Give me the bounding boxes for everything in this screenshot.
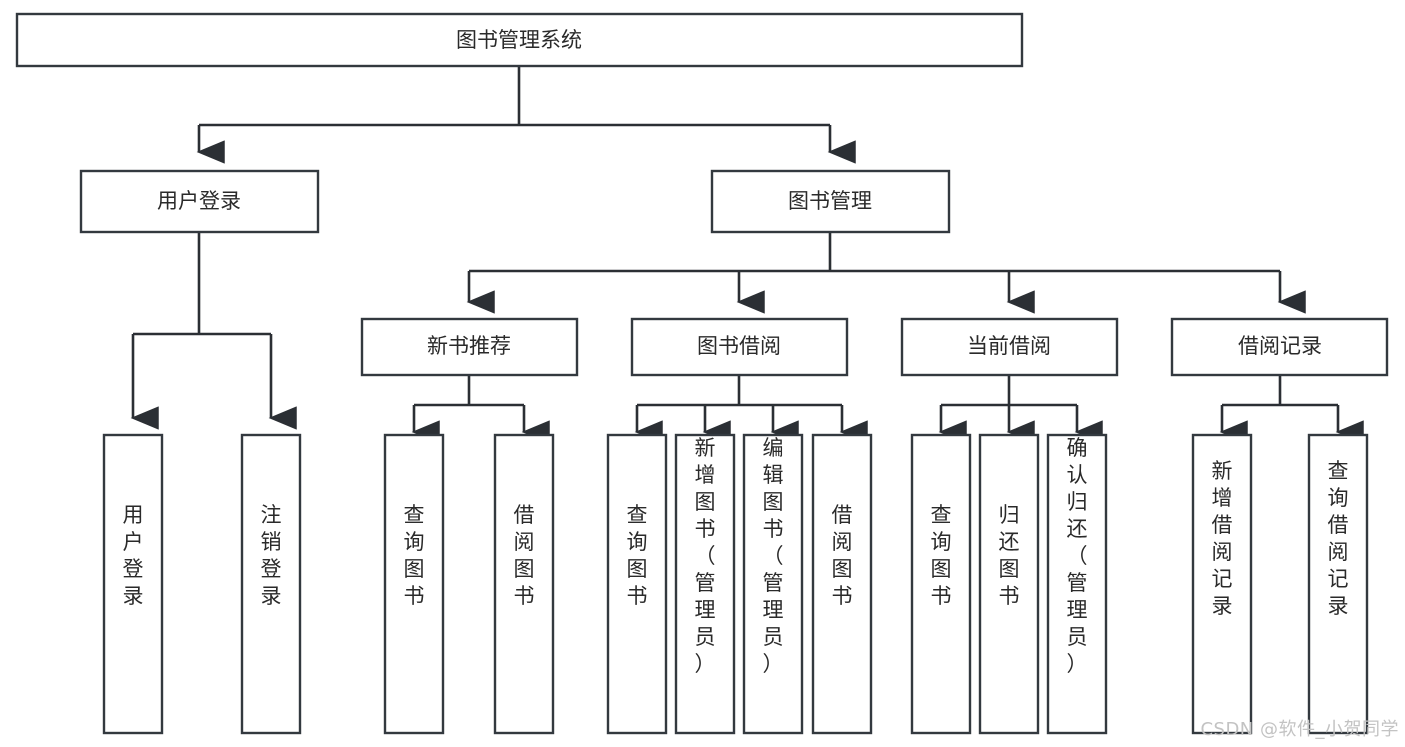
- node-book-manage[interactable]: 图书管理: [710, 169, 951, 234]
- node-book-manage-label: 图书管理: [788, 189, 872, 213]
- leaf-borrow-record-1-label: 查询借阅记录: [1328, 459, 1349, 618]
- leaf-new-book-0[interactable]: 查询图书: [383, 433, 445, 735]
- csdn-watermark: CSDN @软件_小贺同学: [1200, 719, 1399, 740]
- leaf-new-book-1[interactable]: 借阅图书: [493, 433, 555, 735]
- node-current-borrow-label: 当前借阅: [967, 334, 1051, 358]
- node-borrow-record-label: 借阅记录: [1238, 334, 1322, 358]
- leaf-current-borrow-0[interactable]: 查询图书: [910, 433, 972, 735]
- leaf-book-borrow-1[interactable]: 新增图书（管理员）: [674, 433, 736, 735]
- node-user-login-label: 用户登录: [157, 189, 241, 213]
- node-new-book-recommend[interactable]: 新书推荐: [360, 317, 579, 377]
- leaf-current-borrow-1-label: 归还图书: [999, 503, 1020, 608]
- node-borrow-record[interactable]: 借阅记录: [1170, 317, 1389, 377]
- leaf-current-borrow-2[interactable]: 确认归还（管理员）: [1046, 433, 1108, 735]
- leaf-book-borrow-2-label: 编辑图书（管理员）: [763, 436, 784, 676]
- leaf-book-borrow-0-label: 查询图书: [627, 503, 648, 608]
- leaf-book-borrow-1-label: 新增图书（管理员）: [695, 436, 716, 676]
- leaf-current-borrow-0-label: 查询图书: [931, 503, 952, 608]
- node-new-book-recommend-label: 新书推荐: [427, 334, 511, 358]
- leaf-user-login-0-label: 用户登录: [123, 503, 144, 608]
- leaf-current-borrow-2-label: 确认归还（管理员）: [1067, 436, 1088, 676]
- node-user-login[interactable]: 用户登录: [79, 169, 320, 234]
- leaf-user-login-1[interactable]: 注销登录: [240, 433, 302, 735]
- leaf-new-book-1-label: 借阅图书: [514, 503, 535, 608]
- leaf-new-book-0-label: 查询图书: [404, 503, 425, 608]
- node-book-borrow[interactable]: 图书借阅: [630, 317, 849, 377]
- leaf-user-login-1-label: 注销登录: [261, 503, 282, 608]
- node-current-borrow[interactable]: 当前借阅: [900, 317, 1119, 377]
- leaf-book-borrow-2[interactable]: 编辑图书（管理员）: [742, 433, 804, 735]
- node-root[interactable]: 图书管理系统: [15, 12, 1024, 68]
- leaf-book-borrow-3-label: 借阅图书: [832, 503, 853, 608]
- leaf-borrow-record-1[interactable]: 查询借阅记录: [1307, 433, 1369, 735]
- leaf-user-login-0[interactable]: 用户登录: [102, 433, 164, 735]
- leaf-borrow-record-0[interactable]: 新增借阅记录: [1191, 433, 1253, 735]
- connector-layer: [130, 66, 1364, 444]
- node-book-borrow-label: 图书借阅: [697, 334, 781, 358]
- leaf-book-borrow-0[interactable]: 查询图书: [606, 433, 668, 735]
- leaf-current-borrow-1[interactable]: 归还图书: [978, 433, 1040, 735]
- leaf-book-borrow-3[interactable]: 借阅图书: [811, 433, 873, 735]
- leaf-borrow-record-0-label: 新增借阅记录: [1212, 459, 1233, 618]
- node-root-label: 图书管理系统: [456, 28, 582, 52]
